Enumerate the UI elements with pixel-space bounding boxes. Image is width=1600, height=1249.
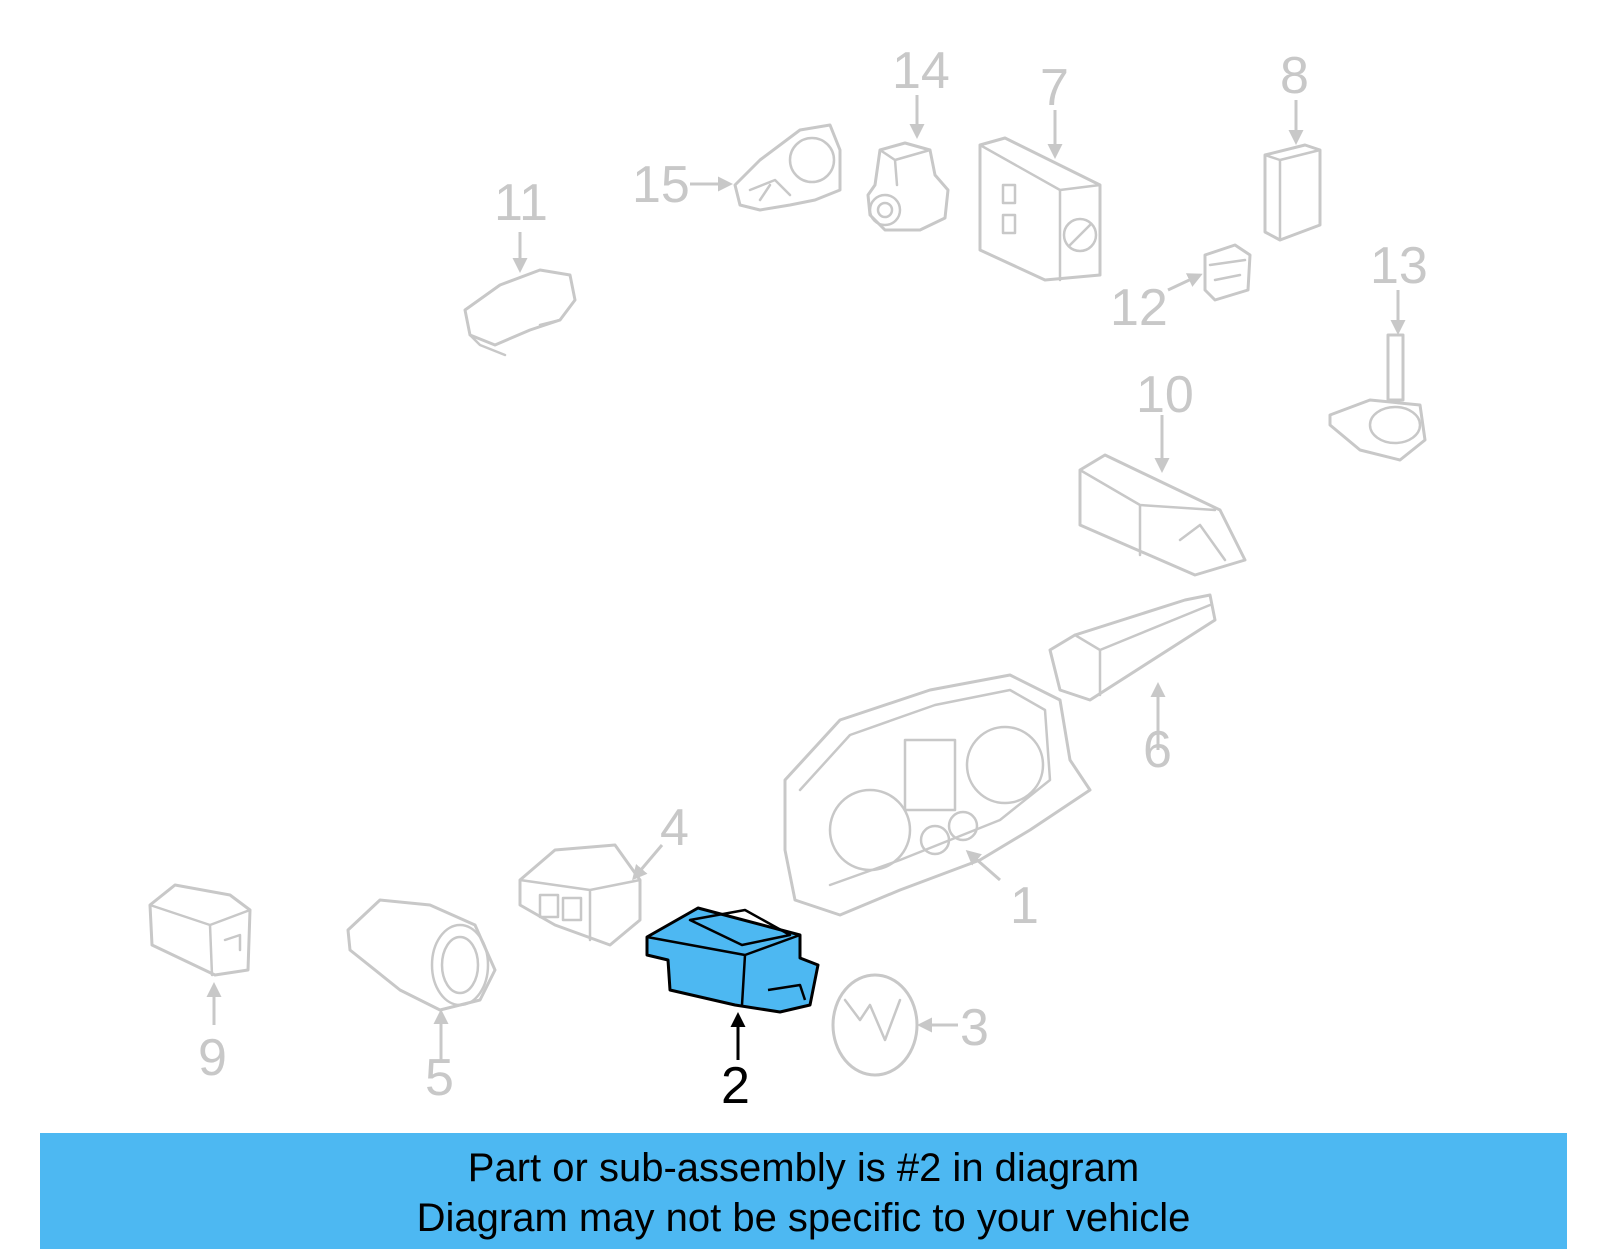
footer-banner: Part or sub-assembly is #2 in diagram Di… [40,1133,1567,1249]
callout-7[interactable]: 7 [1040,59,1069,117]
callout-9[interactable]: 9 [198,1029,227,1087]
callout-5[interactable]: 5 [425,1049,454,1107]
callout-3[interactable]: 3 [960,999,989,1057]
part-6-switch-strip[interactable] [1048,593,1217,702]
callout-14[interactable]: 14 [892,42,950,100]
part-9-switch[interactable] [148,883,252,977]
part-10-hazard-switch[interactable] [1078,453,1247,577]
part-14-lock-cylinder[interactable] [866,141,950,232]
part-1-instrument-cluster[interactable] [783,673,1092,917]
part-12-clip[interactable] [1203,243,1252,302]
part-4-switch-block[interactable] [518,843,642,947]
part-13-sensor[interactable] [1328,333,1427,462]
callout-11[interactable]: 11 [494,174,548,232]
part-3-round-button[interactable] [831,973,919,1077]
callout-2[interactable]: 2 [721,1057,750,1115]
part-5-rotary-switch[interactable] [346,898,497,1012]
footer-line-1: Part or sub-assembly is #2 in diagram [467,1146,1140,1190]
callout-10[interactable]: 10 [1136,366,1194,424]
callout-8[interactable]: 8 [1280,47,1309,105]
callout-4[interactable]: 4 [660,799,689,857]
callout-6[interactable]: 6 [1143,721,1172,779]
footer-line-2: Diagram may not be specific to your vehi… [416,1196,1191,1240]
part-15-column-switch[interactable] [733,123,842,212]
part-8-switch[interactable] [1263,143,1322,242]
callout-1[interactable]: 1 [1010,877,1039,935]
part-7-light-switch[interactable] [978,136,1102,282]
part-11-cover[interactable] [463,268,577,357]
callout-13[interactable]: 13 [1370,237,1428,295]
callout-15[interactable]: 15 [632,156,690,214]
part-2-highlighted-module[interactable] [645,906,820,1014]
callout-12[interactable]: 12 [1110,279,1168,337]
